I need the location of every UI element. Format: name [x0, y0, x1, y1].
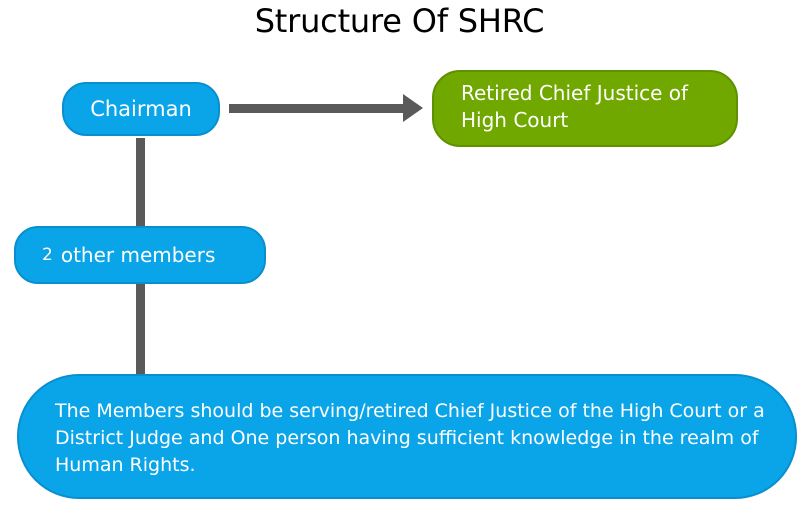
- retired-label-line2: High Court: [461, 108, 569, 132]
- arrow-line-chairman-to-retired: [229, 104, 407, 113]
- arrow-head: [403, 94, 423, 122]
- chairman-label: Chairman: [90, 97, 192, 121]
- members-label: other members: [60, 243, 216, 267]
- members-count: 2: [42, 245, 53, 265]
- members-description-node: The Members should be serving/retired Ch…: [17, 374, 797, 499]
- other-members-node: 2 other members: [14, 226, 266, 284]
- connector-chairman-to-members: [136, 138, 145, 228]
- retired-label-line1: Retired Chief Justice of: [461, 81, 689, 105]
- connector-members-to-description: [136, 284, 145, 376]
- retired-chief-justice-node: Retired Chief Justice of High Court: [432, 70, 738, 147]
- members-description-text: The Members should be serving/retired Ch…: [55, 400, 765, 476]
- diagram-title: Structure Of SHRC: [254, 2, 545, 40]
- chairman-node: Chairman: [62, 82, 220, 136]
